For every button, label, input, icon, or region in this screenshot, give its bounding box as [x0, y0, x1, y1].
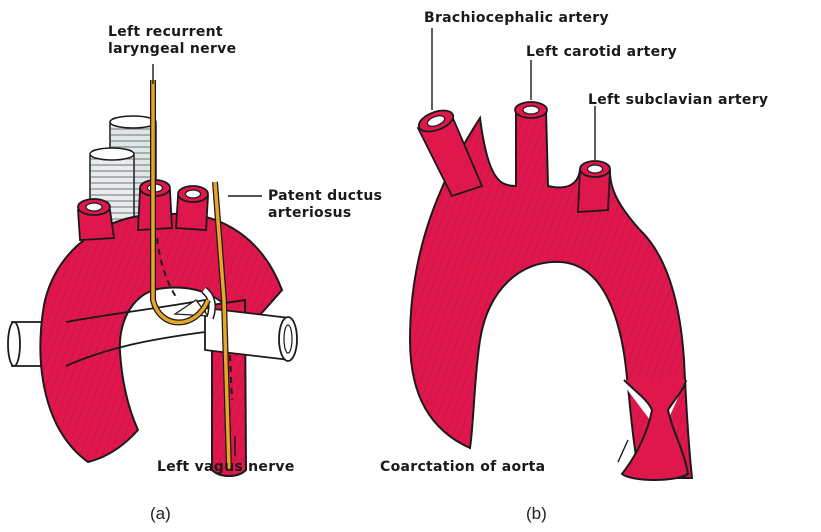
label-left-vagus-nerve: Left vagus nerve	[157, 459, 295, 476]
label-recurrent-nerve: Left recurrent laryngeal nerve	[108, 24, 236, 58]
panel-a-drawing	[8, 64, 297, 476]
label-patent-ductus: Patent ductus arteriosus	[268, 188, 382, 222]
caption-panel-a: (a)	[150, 504, 171, 524]
label-left-subclavian-artery: Left subclavian artery	[588, 92, 768, 109]
caption-panel-b: (b)	[526, 504, 547, 524]
label-coarctation-of-aorta: Coarctation of aorta	[380, 459, 545, 476]
label-patent-ductus-line1: Patent ductus	[268, 188, 382, 205]
label-patent-ductus-line2: arteriosus	[268, 205, 382, 222]
label-left-carotid-artery: Left carotid artery	[526, 44, 677, 61]
label-recurrent-nerve-line1: Left recurrent	[108, 24, 236, 41]
label-brachiocephalic-artery: Brachiocephalic artery	[424, 10, 609, 27]
label-recurrent-nerve-line2: laryngeal nerve	[108, 41, 236, 58]
